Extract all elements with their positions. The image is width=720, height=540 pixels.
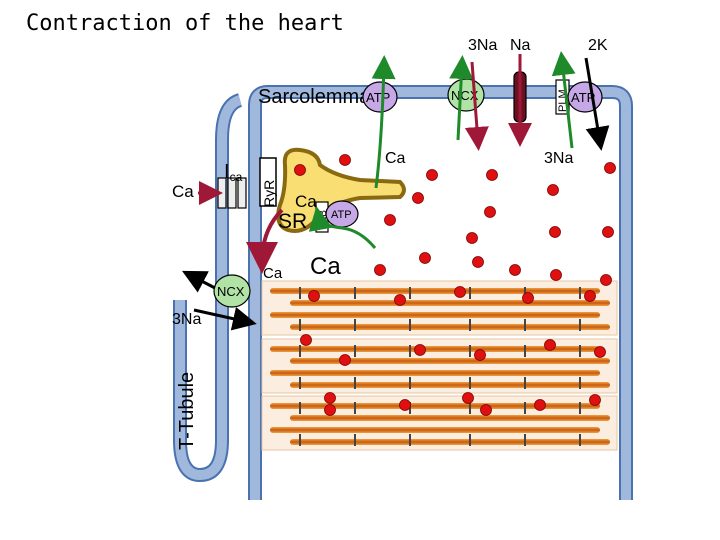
ca-ion bbox=[509, 264, 521, 276]
tubule-ncx-ca-efflux-arrow bbox=[182, 270, 216, 293]
ca-ion bbox=[374, 264, 386, 276]
ca-ion bbox=[474, 349, 486, 361]
ca-top-efflux-label: Ca bbox=[385, 150, 406, 167]
na-k-pump-na-efflux-arrow bbox=[551, 51, 576, 149]
sarcolemma-label: Sarcolemma bbox=[258, 86, 371, 108]
pmca-efflux-arrow bbox=[371, 55, 396, 189]
na-k-pump-k-influx-arrow bbox=[584, 57, 610, 151]
ca-ion bbox=[426, 169, 438, 181]
myofilament bbox=[290, 415, 610, 421]
ca-ion bbox=[544, 339, 556, 351]
sarcomere-row bbox=[261, 338, 618, 394]
ncx-exchanger-tubule bbox=[213, 274, 251, 308]
ca-ion bbox=[472, 256, 484, 268]
na-k-atp-label: ATP bbox=[571, 90, 595, 105]
sarcomere-row bbox=[261, 395, 618, 451]
ca-ion bbox=[522, 292, 534, 304]
myofilament bbox=[290, 324, 610, 330]
sarcolemma-atp-label: ATP bbox=[366, 90, 390, 105]
ica-label: Ica bbox=[224, 161, 243, 184]
cytosolic-ca-ions bbox=[294, 154, 616, 416]
ca-ion bbox=[414, 344, 426, 356]
myofilament bbox=[270, 370, 600, 376]
myofilament bbox=[270, 288, 600, 294]
ca-ion bbox=[466, 232, 478, 244]
ca-ion bbox=[602, 226, 614, 238]
myofilament bbox=[290, 358, 610, 364]
ca-ion bbox=[547, 184, 559, 196]
ca-ion bbox=[549, 226, 561, 238]
ca-ion bbox=[394, 294, 406, 306]
ca-ion bbox=[300, 334, 312, 346]
na3-left-label: 3Na bbox=[172, 311, 201, 328]
ca-ion bbox=[584, 290, 596, 302]
ca-ion bbox=[412, 192, 424, 204]
ca-sr-release-label: Ca bbox=[263, 265, 283, 282]
ca-ion bbox=[294, 164, 306, 176]
myofilament bbox=[270, 403, 600, 409]
t-tubule-label: T-Tubule bbox=[176, 372, 198, 450]
serca-uptake-arrow bbox=[308, 206, 377, 249]
myofilament bbox=[290, 382, 610, 388]
ryr-channel: RyR bbox=[259, 157, 277, 207]
sarcomere-row bbox=[261, 280, 618, 336]
na3-right-label: 3Na bbox=[544, 150, 573, 167]
na3-top-label: 3Na bbox=[468, 37, 497, 54]
ca-ion bbox=[480, 404, 492, 416]
myofilament-region bbox=[261, 280, 618, 451]
ncx-ca-efflux-arrow bbox=[449, 55, 474, 141]
ncx-tubule-label: NCX bbox=[217, 284, 245, 299]
ca-ion bbox=[454, 286, 466, 298]
k2-label: 2K bbox=[588, 37, 608, 54]
ca-ion bbox=[534, 399, 546, 411]
myofilament bbox=[290, 300, 610, 306]
ca-ion bbox=[594, 346, 606, 358]
ca-ion bbox=[589, 394, 601, 406]
ca-ion bbox=[486, 169, 498, 181]
sr-ca-release-arrow bbox=[246, 208, 284, 274]
sr-label: SR bbox=[278, 210, 307, 233]
ca-ion bbox=[462, 392, 474, 404]
ncx-top-label: NCX bbox=[451, 88, 479, 103]
ca-ion bbox=[550, 269, 562, 281]
tubule-ncx-na-influx-arrow bbox=[193, 307, 257, 331]
ncx-na-influx-arrow bbox=[464, 61, 489, 151]
ca-cytosol-big-label: Ca bbox=[310, 253, 341, 280]
ca-ion bbox=[484, 206, 496, 218]
myofilament bbox=[270, 312, 600, 318]
ca-ion bbox=[600, 274, 612, 286]
sarcolemma-atp-pump bbox=[362, 81, 398, 113]
ryr-label: RyR bbox=[261, 180, 277, 207]
myofilament bbox=[290, 439, 610, 445]
ca-ion bbox=[324, 404, 336, 416]
ca-ion bbox=[324, 392, 336, 404]
ca-inflow-label: Ca bbox=[172, 182, 194, 201]
ca-ion bbox=[604, 162, 616, 174]
myofilament bbox=[270, 346, 600, 352]
ca-ion bbox=[384, 214, 396, 226]
diagram-title: Contraction of the heart bbox=[26, 11, 344, 36]
na-single-label: Na bbox=[510, 37, 531, 54]
myofilament bbox=[270, 427, 600, 433]
serca-atp-label: ATP bbox=[331, 209, 352, 221]
ca-serca-label: Ca bbox=[295, 192, 317, 211]
ca-ion bbox=[339, 354, 351, 366]
ca-ion bbox=[308, 290, 320, 302]
ca-ion bbox=[399, 399, 411, 411]
ca-ion bbox=[419, 252, 431, 264]
ca-ion bbox=[339, 154, 351, 166]
